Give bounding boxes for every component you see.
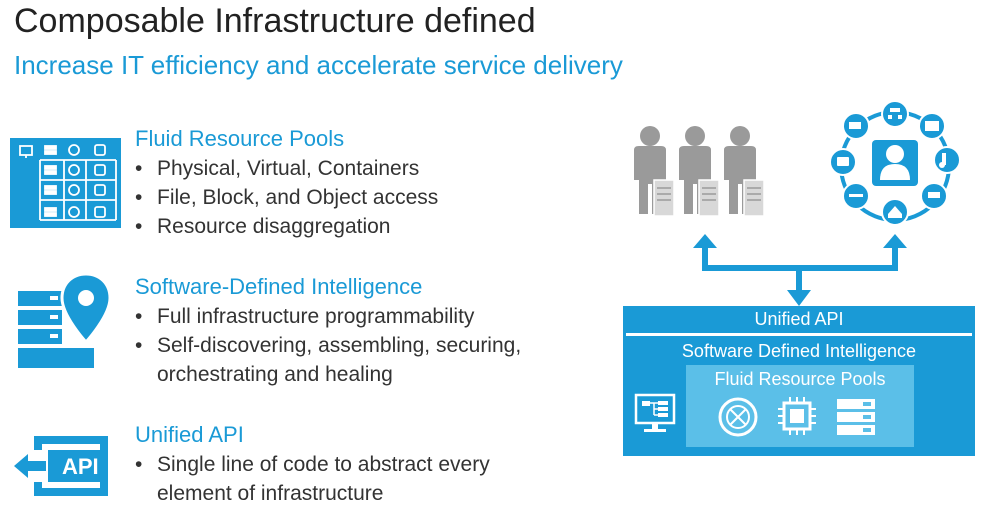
api-icon: API	[12, 432, 112, 500]
list-item-continuation: element of infrastructure	[157, 482, 384, 505]
api-icon-text: API	[62, 454, 99, 479]
storage-stack-icon	[835, 397, 877, 437]
fluid-resource-pools-list: Physical, Virtual, Containers File, Bloc…	[135, 154, 438, 241]
list-item: Full infrastructure programmability	[135, 302, 521, 331]
section-heading-fluid-resource-pools: Fluid Resource Pools	[135, 126, 345, 151]
section-heading-unified-api: Unified API	[135, 422, 244, 447]
sdi-list: Full infrastructure programmability Self…	[135, 302, 521, 389]
frp-label: Fluid Resource Pools	[714, 369, 886, 389]
section-heading-software-defined-intelligence: Software-Defined Intelligence	[135, 274, 423, 299]
users-icon	[630, 124, 780, 219]
server-location-icon	[14, 272, 114, 372]
page-title: Composable Infrastructure defined	[14, 2, 536, 40]
list-item: Self-discovering, assembling, securing,	[135, 331, 521, 360]
list-item: File, Block, and Object access	[135, 183, 438, 212]
list-item: Physical, Virtual, Containers	[135, 154, 438, 183]
list-item-continuation: orchestrating and healing	[157, 363, 393, 386]
unified-api-list: Single line of code to abstract every el…	[135, 450, 490, 508]
resource-grid-icon	[10, 138, 121, 228]
monitor-icon	[634, 393, 676, 435]
list-item: Resource disaggregation	[135, 212, 438, 241]
compute-ring-icon	[717, 396, 759, 438]
connector-arrows	[690, 234, 910, 310]
page-subtitle: Increase IT efficiency and accelerate se…	[14, 50, 623, 80]
unified-api-label: Unified API	[754, 309, 844, 329]
cpu-chip-icon	[776, 395, 818, 437]
sdi-label: Software Defined Intelligence	[681, 341, 917, 361]
list-item: Single line of code to abstract every	[135, 450, 490, 479]
app-ring-icon	[820, 98, 970, 233]
